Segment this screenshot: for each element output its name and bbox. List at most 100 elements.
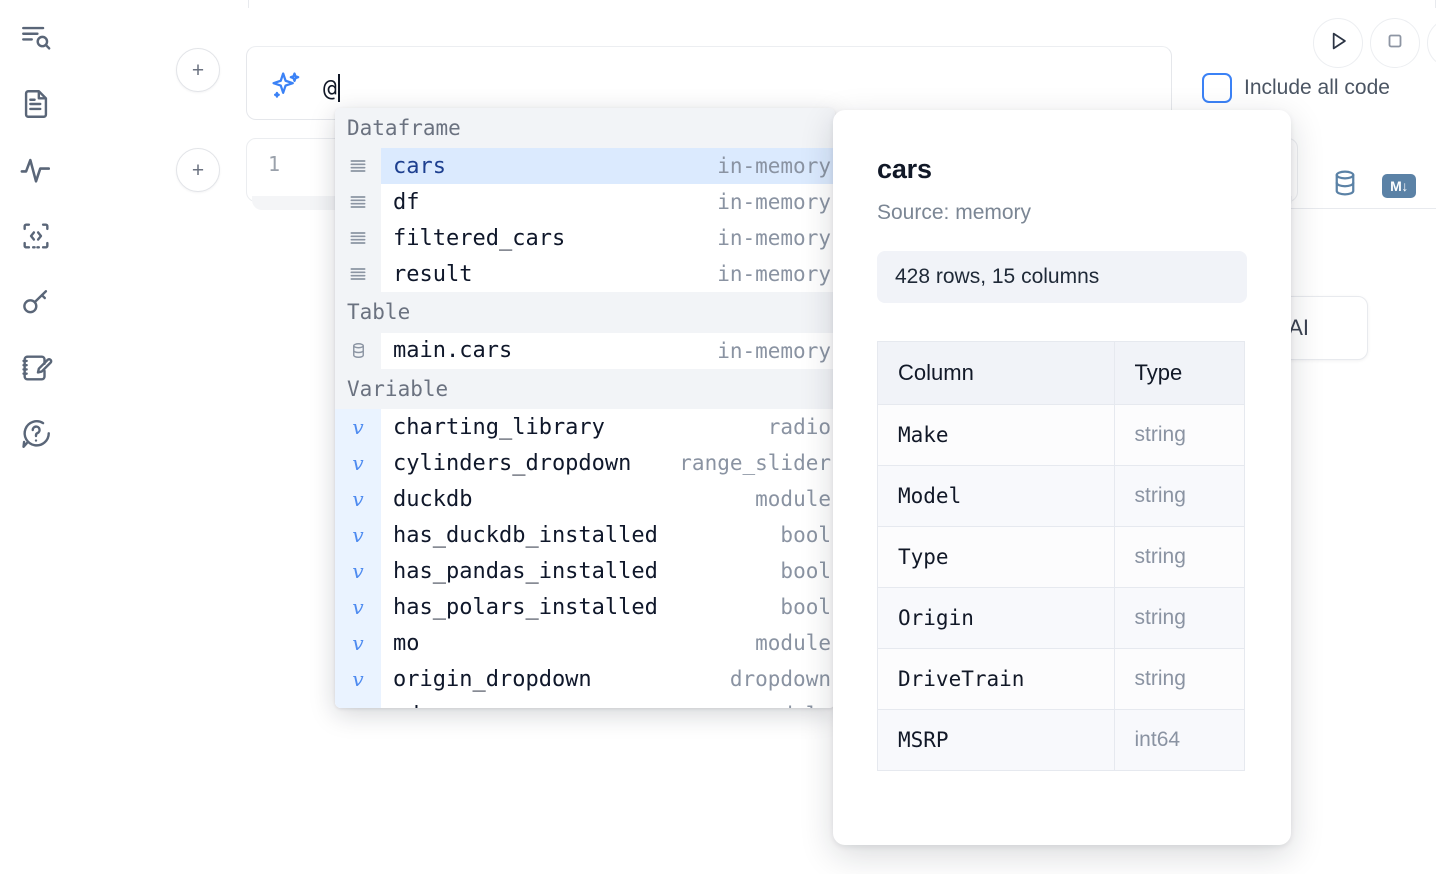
autocomplete-group-header: Variable [335, 368, 835, 410]
schema-column-type: string [1113, 465, 1246, 527]
autocomplete-item-name: has_polars_installed [393, 594, 658, 620]
stop-square-icon [1383, 29, 1407, 58]
cell-language-icons: M↓ [1330, 168, 1416, 203]
editor-panel-top-edge [248, 0, 1436, 8]
autocomplete-item-body: has_polars_installed bool [381, 589, 835, 625]
detail-stats-badge: 428 rows, 15 columns [877, 251, 1247, 303]
sidebar-item-notebook[interactable] [14, 82, 58, 126]
autocomplete-item-name: pd [393, 703, 420, 708]
sidebar-item-snippets[interactable] [14, 214, 58, 258]
schema-column-name: Make [877, 404, 1115, 466]
autocomplete-item[interactable]: v has_polars_installed bool [335, 589, 835, 626]
autocomplete-item-type: range_slider [679, 451, 831, 476]
autocomplete-group-header: Dataframe [335, 108, 835, 149]
autocomplete-item-type: in-memory [717, 226, 831, 251]
schema-column-type: string [1113, 404, 1246, 466]
autocomplete-item[interactable]: v pd module [335, 697, 835, 708]
help-chat-icon [19, 417, 53, 451]
schema-column-name: Origin [877, 587, 1115, 649]
detail-title: cars [877, 154, 932, 184]
scratchpad-edit-icon [19, 351, 53, 385]
include-all-code-row[interactable]: Include all code [1202, 73, 1390, 103]
ai-prompt-input[interactable]: @ [323, 69, 340, 102]
more-options-button[interactable] [1427, 18, 1436, 68]
variable-icon: v [335, 517, 381, 554]
autocomplete-item-body: has_duckdb_installed bool [381, 517, 835, 553]
variable-icon: v [335, 625, 381, 662]
add-cell-button-bottom[interactable]: + [176, 148, 220, 192]
text-caret [337, 74, 340, 102]
autocomplete-item-type: radio [767, 415, 831, 440]
ai-prompt-bar[interactable]: @ [246, 46, 1172, 120]
autocomplete-item-name: cylinders_dropdown [393, 450, 632, 476]
detail-source: Source: memory [877, 201, 1032, 224]
autocomplete-item-type: bool [780, 595, 831, 620]
variable-icon: v [335, 697, 381, 708]
stop-button[interactable] [1370, 18, 1420, 68]
plus-icon: + [191, 58, 205, 82]
schema-column-header: Column [877, 341, 1115, 405]
autocomplete-item-type: module [755, 487, 831, 512]
autocomplete-item[interactable]: v has_duckdb_installed bool [335, 517, 835, 554]
variable-icon: v [335, 661, 381, 698]
sidebar-item-help[interactable] [14, 412, 58, 456]
autocomplete-item[interactable]: v cylinders_dropdown range_slider [335, 445, 835, 482]
autocomplete-item-type: module [741, 703, 831, 708]
autocomplete-item-name: filtered_cars [393, 225, 566, 251]
outline-search-icon [19, 21, 53, 55]
activity-pulse-icon [19, 153, 53, 187]
autocomplete-item[interactable]: filtered_cars in-memory [335, 220, 835, 257]
add-cell-button-top[interactable]: + [176, 48, 220, 92]
sidebar-item-scratchpad[interactable] [14, 346, 58, 390]
variable-icon: v [335, 589, 381, 626]
variable-icon: v [335, 445, 381, 482]
sidebar-item-activity[interactable] [14, 148, 58, 192]
sidebar-item-outline[interactable] [14, 16, 58, 60]
autocomplete-item-name: duckdb [393, 486, 473, 512]
include-all-code-checkbox[interactable] [1202, 73, 1232, 103]
completion-detail-popover: cars Source: memory 428 rows, 15 columns… [833, 110, 1291, 845]
database-icon[interactable] [1330, 168, 1360, 203]
dataframe-icon [335, 148, 381, 185]
dataframe-icon [335, 256, 381, 293]
run-button[interactable] [1313, 18, 1363, 68]
autocomplete-item-type: in-memory [717, 190, 831, 215]
sidebar-item-secrets[interactable] [14, 280, 58, 324]
autocomplete-item-body: cylinders_dropdown range_slider [381, 445, 835, 481]
autocomplete-item-type: bool [780, 559, 831, 584]
code-brackets-icon [19, 219, 53, 253]
autocomplete-item-name: has_duckdb_installed [393, 522, 658, 548]
autocomplete-item-name: origin_dropdown [393, 666, 592, 692]
schema-column-type: int64 [1113, 709, 1246, 771]
schema-column-name: MSRP [877, 709, 1115, 771]
autocomplete-item-type: in-memory [717, 154, 831, 179]
play-triangle-icon [1325, 28, 1351, 59]
autocomplete-item-body: pd module [381, 697, 835, 708]
dataframe-icon [335, 184, 381, 221]
autocomplete-item-body: duckdb module [381, 481, 835, 517]
autocomplete-item-type: bool [780, 523, 831, 548]
markdown-icon[interactable]: M↓ [1382, 173, 1416, 198]
schema-column-name: Type [877, 526, 1115, 588]
